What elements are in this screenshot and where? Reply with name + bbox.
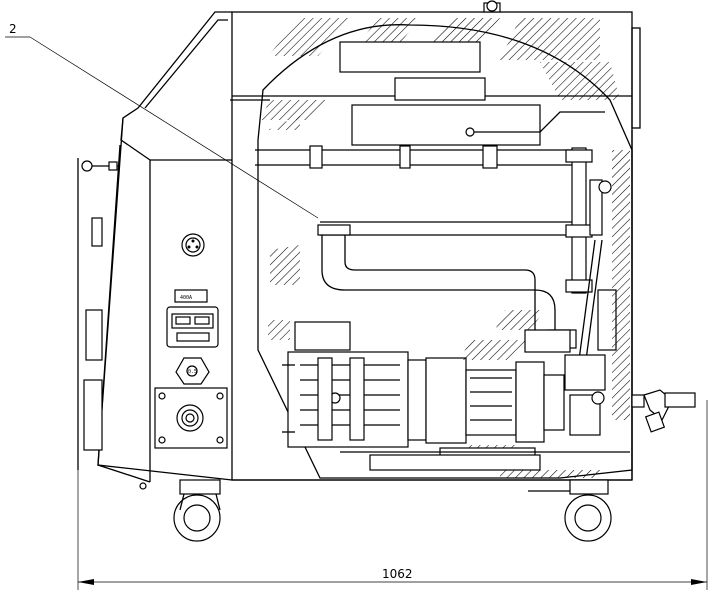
- right-caster: [528, 479, 612, 542]
- side-cover-lower: [83, 379, 103, 451]
- indicator-label: 0.5: [188, 369, 197, 375]
- control-panel: 400A 0.5: [77, 11, 233, 490]
- upper-pipe: [255, 145, 580, 169]
- rating-plate-label: 400A: [180, 295, 192, 301]
- dimension-arrow-left: [78, 579, 94, 585]
- heater-box: [351, 104, 541, 146]
- elbow-pipe: [317, 224, 556, 330]
- main-cabinet: [230, 0, 641, 481]
- handle: [81, 160, 118, 172]
- round-connector: [181, 233, 205, 257]
- middle-pipe: [320, 221, 580, 236]
- callout-2: 2: [5, 22, 319, 219]
- panel-outline: [97, 11, 233, 481]
- rating-plate: 400A: [166, 289, 219, 348]
- overall-dimension: 1062: [77, 400, 708, 590]
- side-switch: [91, 217, 103, 247]
- right-vent: [631, 27, 641, 129]
- callout-leader: [29, 36, 319, 219]
- side-cover: [85, 309, 103, 361]
- panel-top-bevel: [144, 19, 228, 109]
- left-caster: [173, 479, 221, 542]
- valve-assembly: [564, 289, 617, 436]
- section-outline: [257, 24, 633, 479]
- warning-indicator: 0.5: [175, 357, 210, 385]
- pump: [425, 329, 577, 464]
- connector-plate: [154, 387, 228, 449]
- dimension-value: 1062: [382, 567, 413, 581]
- outlet-fitting: [631, 389, 696, 433]
- dimension-arrow-right: [691, 579, 707, 585]
- vertical-manifold: [565, 147, 612, 391]
- top-box: [339, 41, 481, 73]
- callout-label: 2: [9, 22, 17, 36]
- motor: [282, 321, 427, 448]
